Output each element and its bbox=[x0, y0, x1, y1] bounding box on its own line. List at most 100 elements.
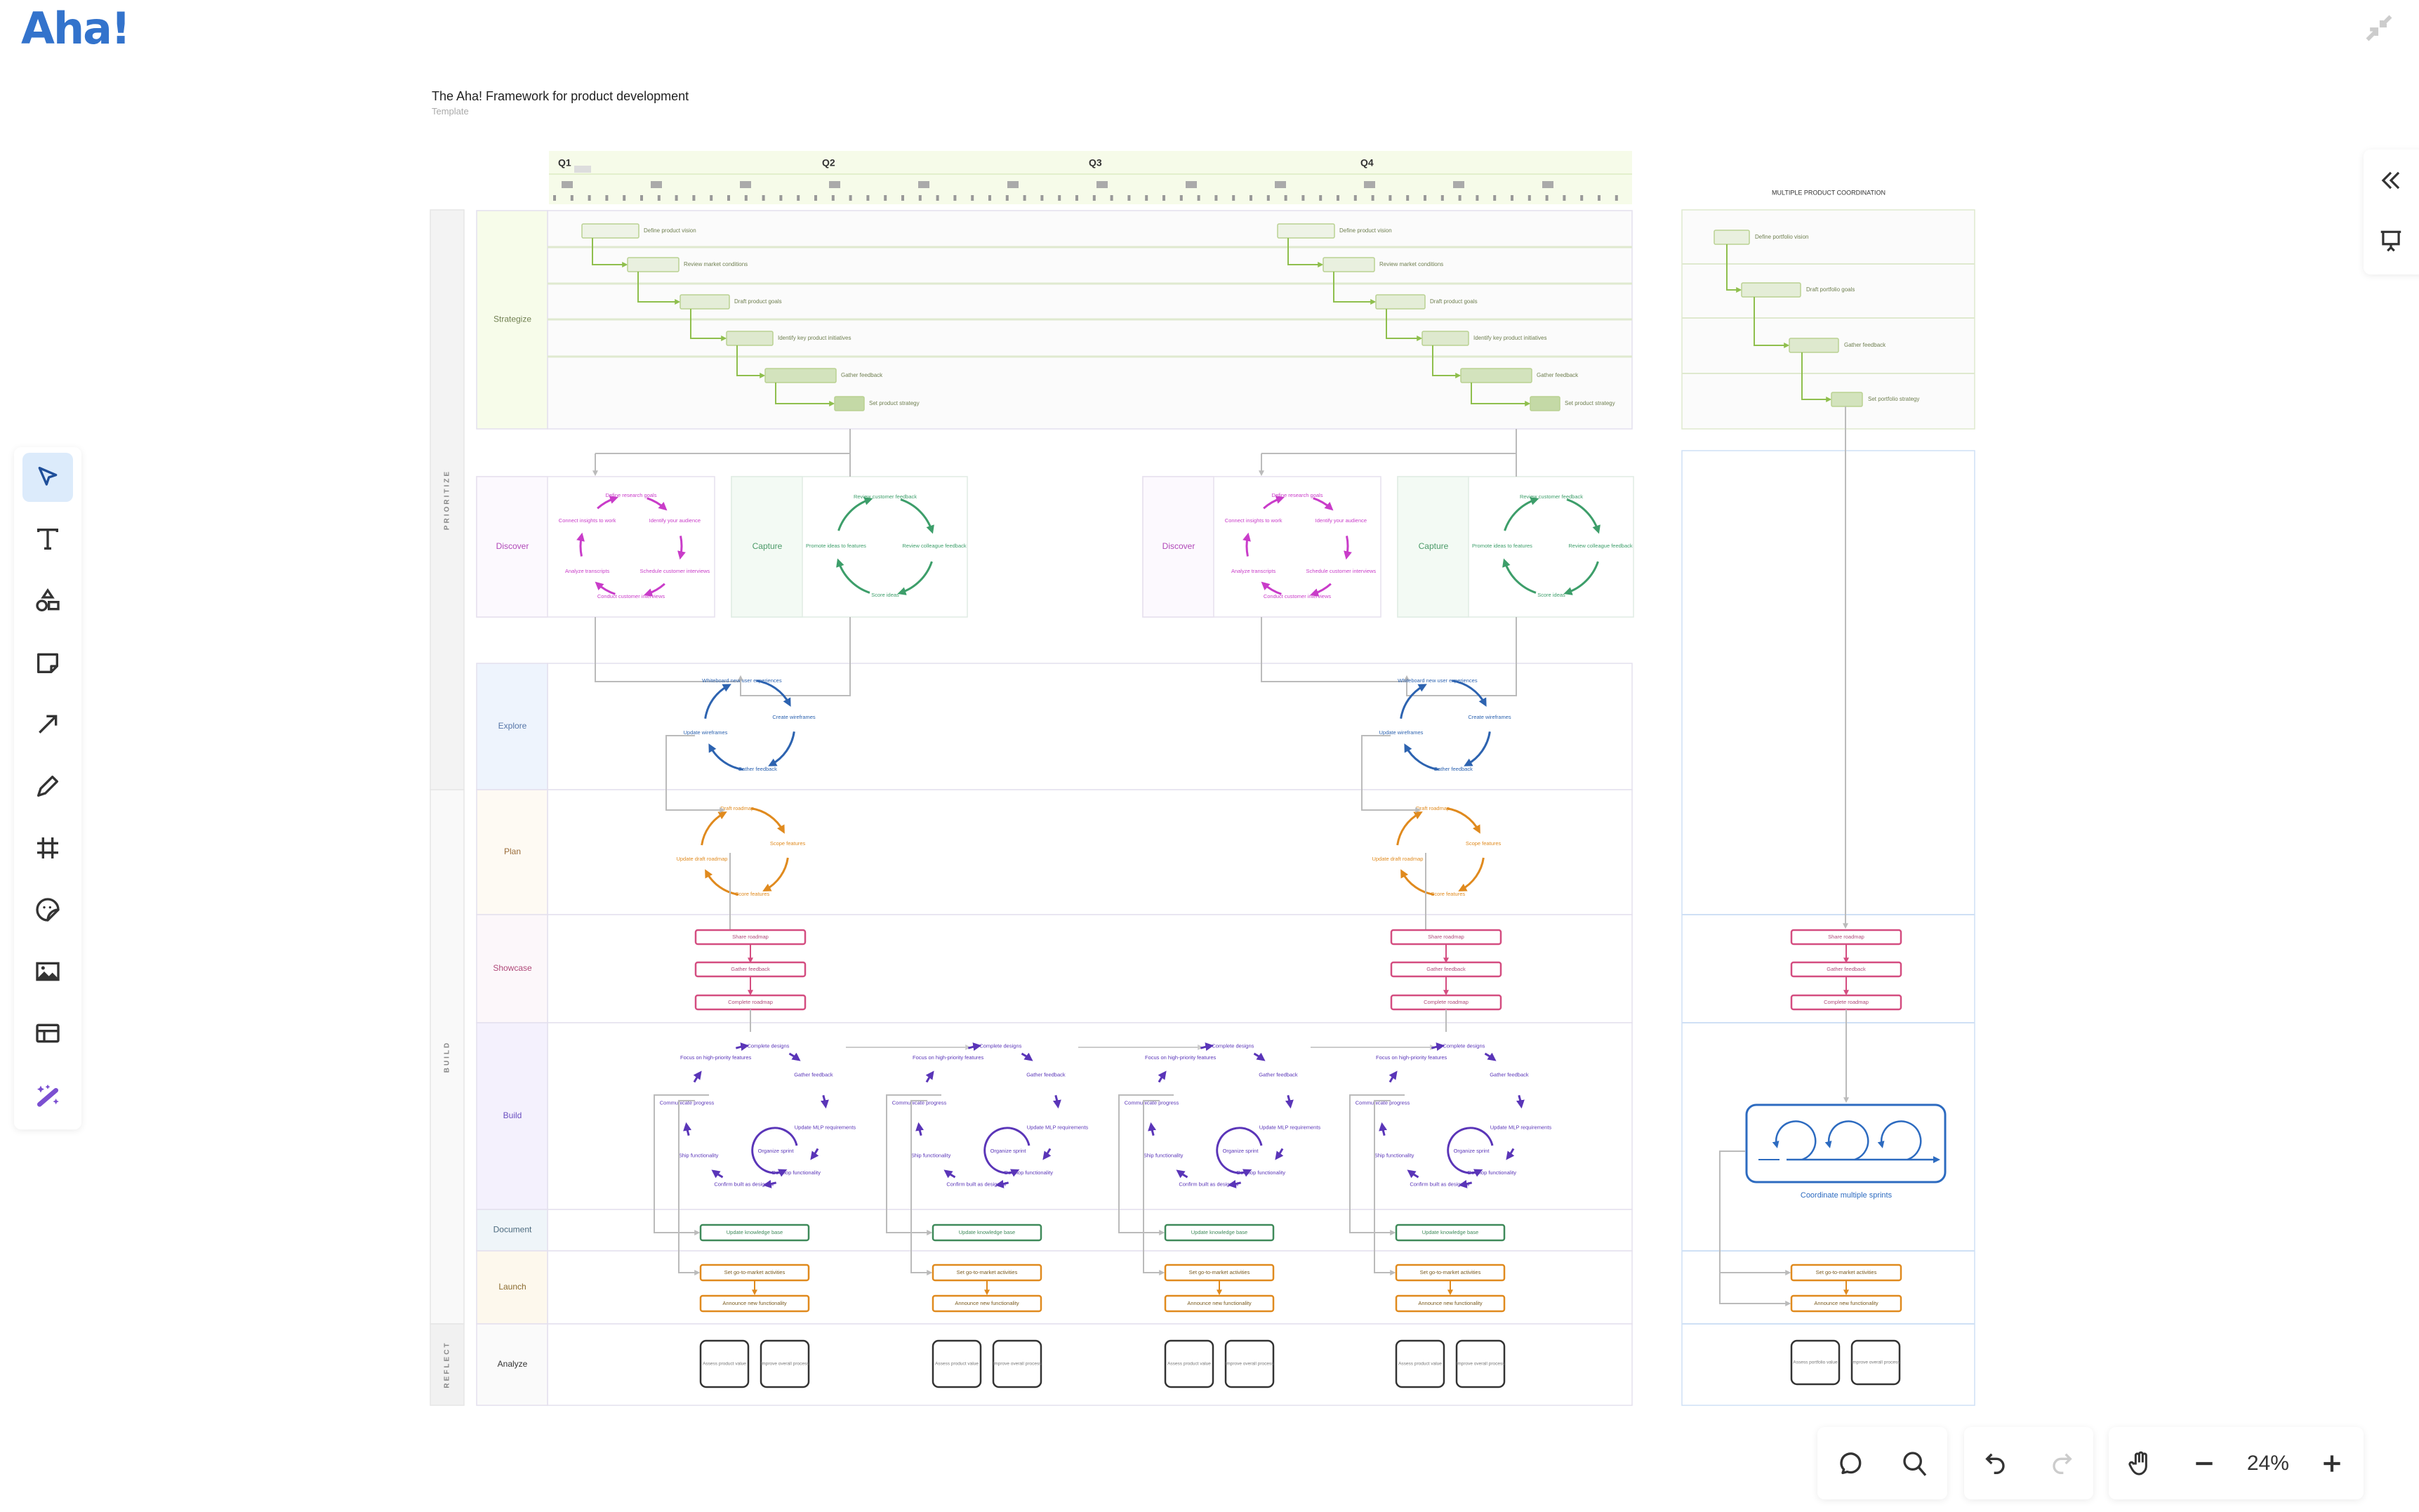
launch-step-box bbox=[699, 1294, 810, 1313]
zoom-in-button[interactable] bbox=[2311, 1443, 2353, 1485]
portfolio-analyze-box bbox=[1790, 1339, 1841, 1386]
showcase-step: Gather feedback bbox=[1426, 966, 1466, 972]
build-step: Develop functionality bbox=[772, 1169, 821, 1176]
discover-step: Conduct customer interviews bbox=[597, 593, 665, 599]
comment-search-controls bbox=[1817, 1427, 1947, 1499]
week-tick bbox=[1058, 195, 1061, 201]
strategy-connector bbox=[1287, 238, 1324, 267]
discover-cycle-arrow bbox=[595, 581, 616, 595]
week-tick bbox=[1353, 195, 1357, 201]
pencil-icon bbox=[37, 776, 59, 797]
connector-line bbox=[1374, 1100, 1396, 1275]
analyze-step-box bbox=[1455, 1339, 1506, 1388]
strategy-bar bbox=[1375, 294, 1426, 310]
explore-step: Update wireframes bbox=[683, 729, 727, 736]
discover-cycle-arrow bbox=[677, 536, 686, 560]
build-step: Gather feedback bbox=[1490, 1072, 1529, 1078]
shapes-tool-button[interactable] bbox=[22, 576, 73, 625]
strategy-connector bbox=[637, 272, 681, 305]
sticky-note-tool-button[interactable] bbox=[22, 638, 73, 687]
build-step: Ship functionality bbox=[1144, 1152, 1184, 1158]
strategy-connector bbox=[736, 345, 766, 378]
zoom-level[interactable]: 24% bbox=[2246, 1451, 2289, 1475]
discover-cycle-arrow bbox=[1313, 497, 1334, 511]
week-tick bbox=[797, 195, 800, 201]
connector-line bbox=[654, 1094, 709, 1235]
connector-line bbox=[1719, 1150, 1791, 1275]
plan-step: Scope features bbox=[1466, 840, 1502, 847]
capture-step: Review colleague feedback bbox=[1568, 543, 1633, 549]
strategy-connector bbox=[1471, 383, 1531, 406]
template-tool-button[interactable] bbox=[22, 1009, 73, 1058]
month-tick bbox=[1275, 181, 1286, 188]
expand-panel-button[interactable] bbox=[2373, 159, 2408, 201]
build-cycle-arrow bbox=[693, 1070, 702, 1083]
build-step: Develop functionality bbox=[1237, 1169, 1285, 1176]
analyze-step: Improve overall process bbox=[761, 1362, 810, 1367]
week-tick bbox=[588, 195, 591, 201]
draw-tool-button[interactable] bbox=[22, 762, 73, 811]
portfolio-showcase-step: Complete roadmap bbox=[1824, 999, 1869, 1005]
week-tick bbox=[1266, 195, 1270, 201]
build-cycle-arrow bbox=[1389, 1070, 1398, 1083]
analyze-step: Improve overall process bbox=[1457, 1362, 1506, 1367]
frame-tool-button[interactable] bbox=[22, 823, 73, 873]
connector-tool-button[interactable] bbox=[22, 700, 73, 749]
document-step: Update knowledge base bbox=[727, 1229, 783, 1235]
strategy-step: Define product vision bbox=[644, 227, 696, 234]
aha-logo[interactable]: Aha! bbox=[21, 3, 131, 54]
build-step: Update MLP requirements bbox=[795, 1124, 856, 1130]
search-button[interactable] bbox=[1894, 1443, 1936, 1485]
arrow-icon bbox=[39, 715, 58, 734]
build-step: Confirm built as designed bbox=[1410, 1181, 1469, 1187]
select-tool-button[interactable] bbox=[22, 453, 73, 502]
week-tick bbox=[831, 195, 835, 201]
lane-label-discover: Discover bbox=[496, 541, 529, 551]
ai-tool-button[interactable] bbox=[22, 1070, 73, 1120]
document-step: Update knowledge base bbox=[1191, 1229, 1247, 1235]
sticker-tool-button[interactable] bbox=[22, 885, 73, 934]
capture-step: Promote ideas to features bbox=[806, 543, 866, 549]
explore-cycle-arrow bbox=[756, 679, 791, 707]
build-cycle-arrow bbox=[943, 1169, 956, 1179]
plan-cycle-arrow bbox=[1400, 869, 1435, 896]
redo-button[interactable] bbox=[2040, 1443, 2082, 1485]
text-icon bbox=[37, 529, 58, 550]
week-tick bbox=[1476, 195, 1479, 201]
phase-band bbox=[430, 1323, 465, 1406]
lane-header-launch bbox=[476, 1250, 548, 1325]
explore-step: Whiteboard new user experiences bbox=[702, 677, 782, 684]
analyze-step: Improve overall process bbox=[993, 1362, 1042, 1367]
portfolio-launch-box bbox=[1790, 1294, 1902, 1313]
plan-cycle-arrow bbox=[1446, 807, 1480, 834]
minus-icon bbox=[2196, 1461, 2213, 1465]
lane-label-explore: Explore bbox=[498, 721, 527, 731]
build-step: Ship functionality bbox=[1374, 1152, 1414, 1158]
zoom-out-button[interactable] bbox=[2183, 1443, 2225, 1485]
collapse-arrows-icon bbox=[2366, 15, 2392, 41]
present-button[interactable] bbox=[2373, 220, 2408, 262]
strategy-step: Review market conditions bbox=[1379, 261, 1443, 267]
build-cycle-arrow bbox=[1227, 1179, 1242, 1188]
lane-label-launch: Launch bbox=[498, 1282, 526, 1292]
discover-step: Identify your audience bbox=[649, 517, 701, 524]
connector-line bbox=[1719, 1273, 1791, 1306]
pan-button[interactable] bbox=[2119, 1443, 2161, 1485]
build-step: Complete designs bbox=[1443, 1043, 1485, 1049]
connector-line bbox=[886, 1094, 941, 1235]
strategy-bar bbox=[1421, 331, 1469, 346]
build-inner-step: Organize sprint bbox=[1223, 1148, 1259, 1154]
exit-fullscreen-button[interactable] bbox=[2364, 13, 2394, 44]
comment-button[interactable] bbox=[1829, 1443, 1871, 1485]
explore-cycle-arrow bbox=[1400, 684, 1427, 719]
image-tool-button[interactable] bbox=[22, 947, 73, 996]
week-tick bbox=[692, 195, 696, 201]
strategy-bar bbox=[764, 368, 837, 383]
build-cycle-arrow bbox=[925, 1070, 934, 1083]
text-tool-button[interactable] bbox=[22, 515, 73, 564]
phase-label: BUILD bbox=[444, 1041, 451, 1073]
undo-button[interactable] bbox=[1975, 1443, 2017, 1485]
build-step: Develop functionality bbox=[1468, 1169, 1516, 1176]
week-tick bbox=[1563, 195, 1566, 201]
